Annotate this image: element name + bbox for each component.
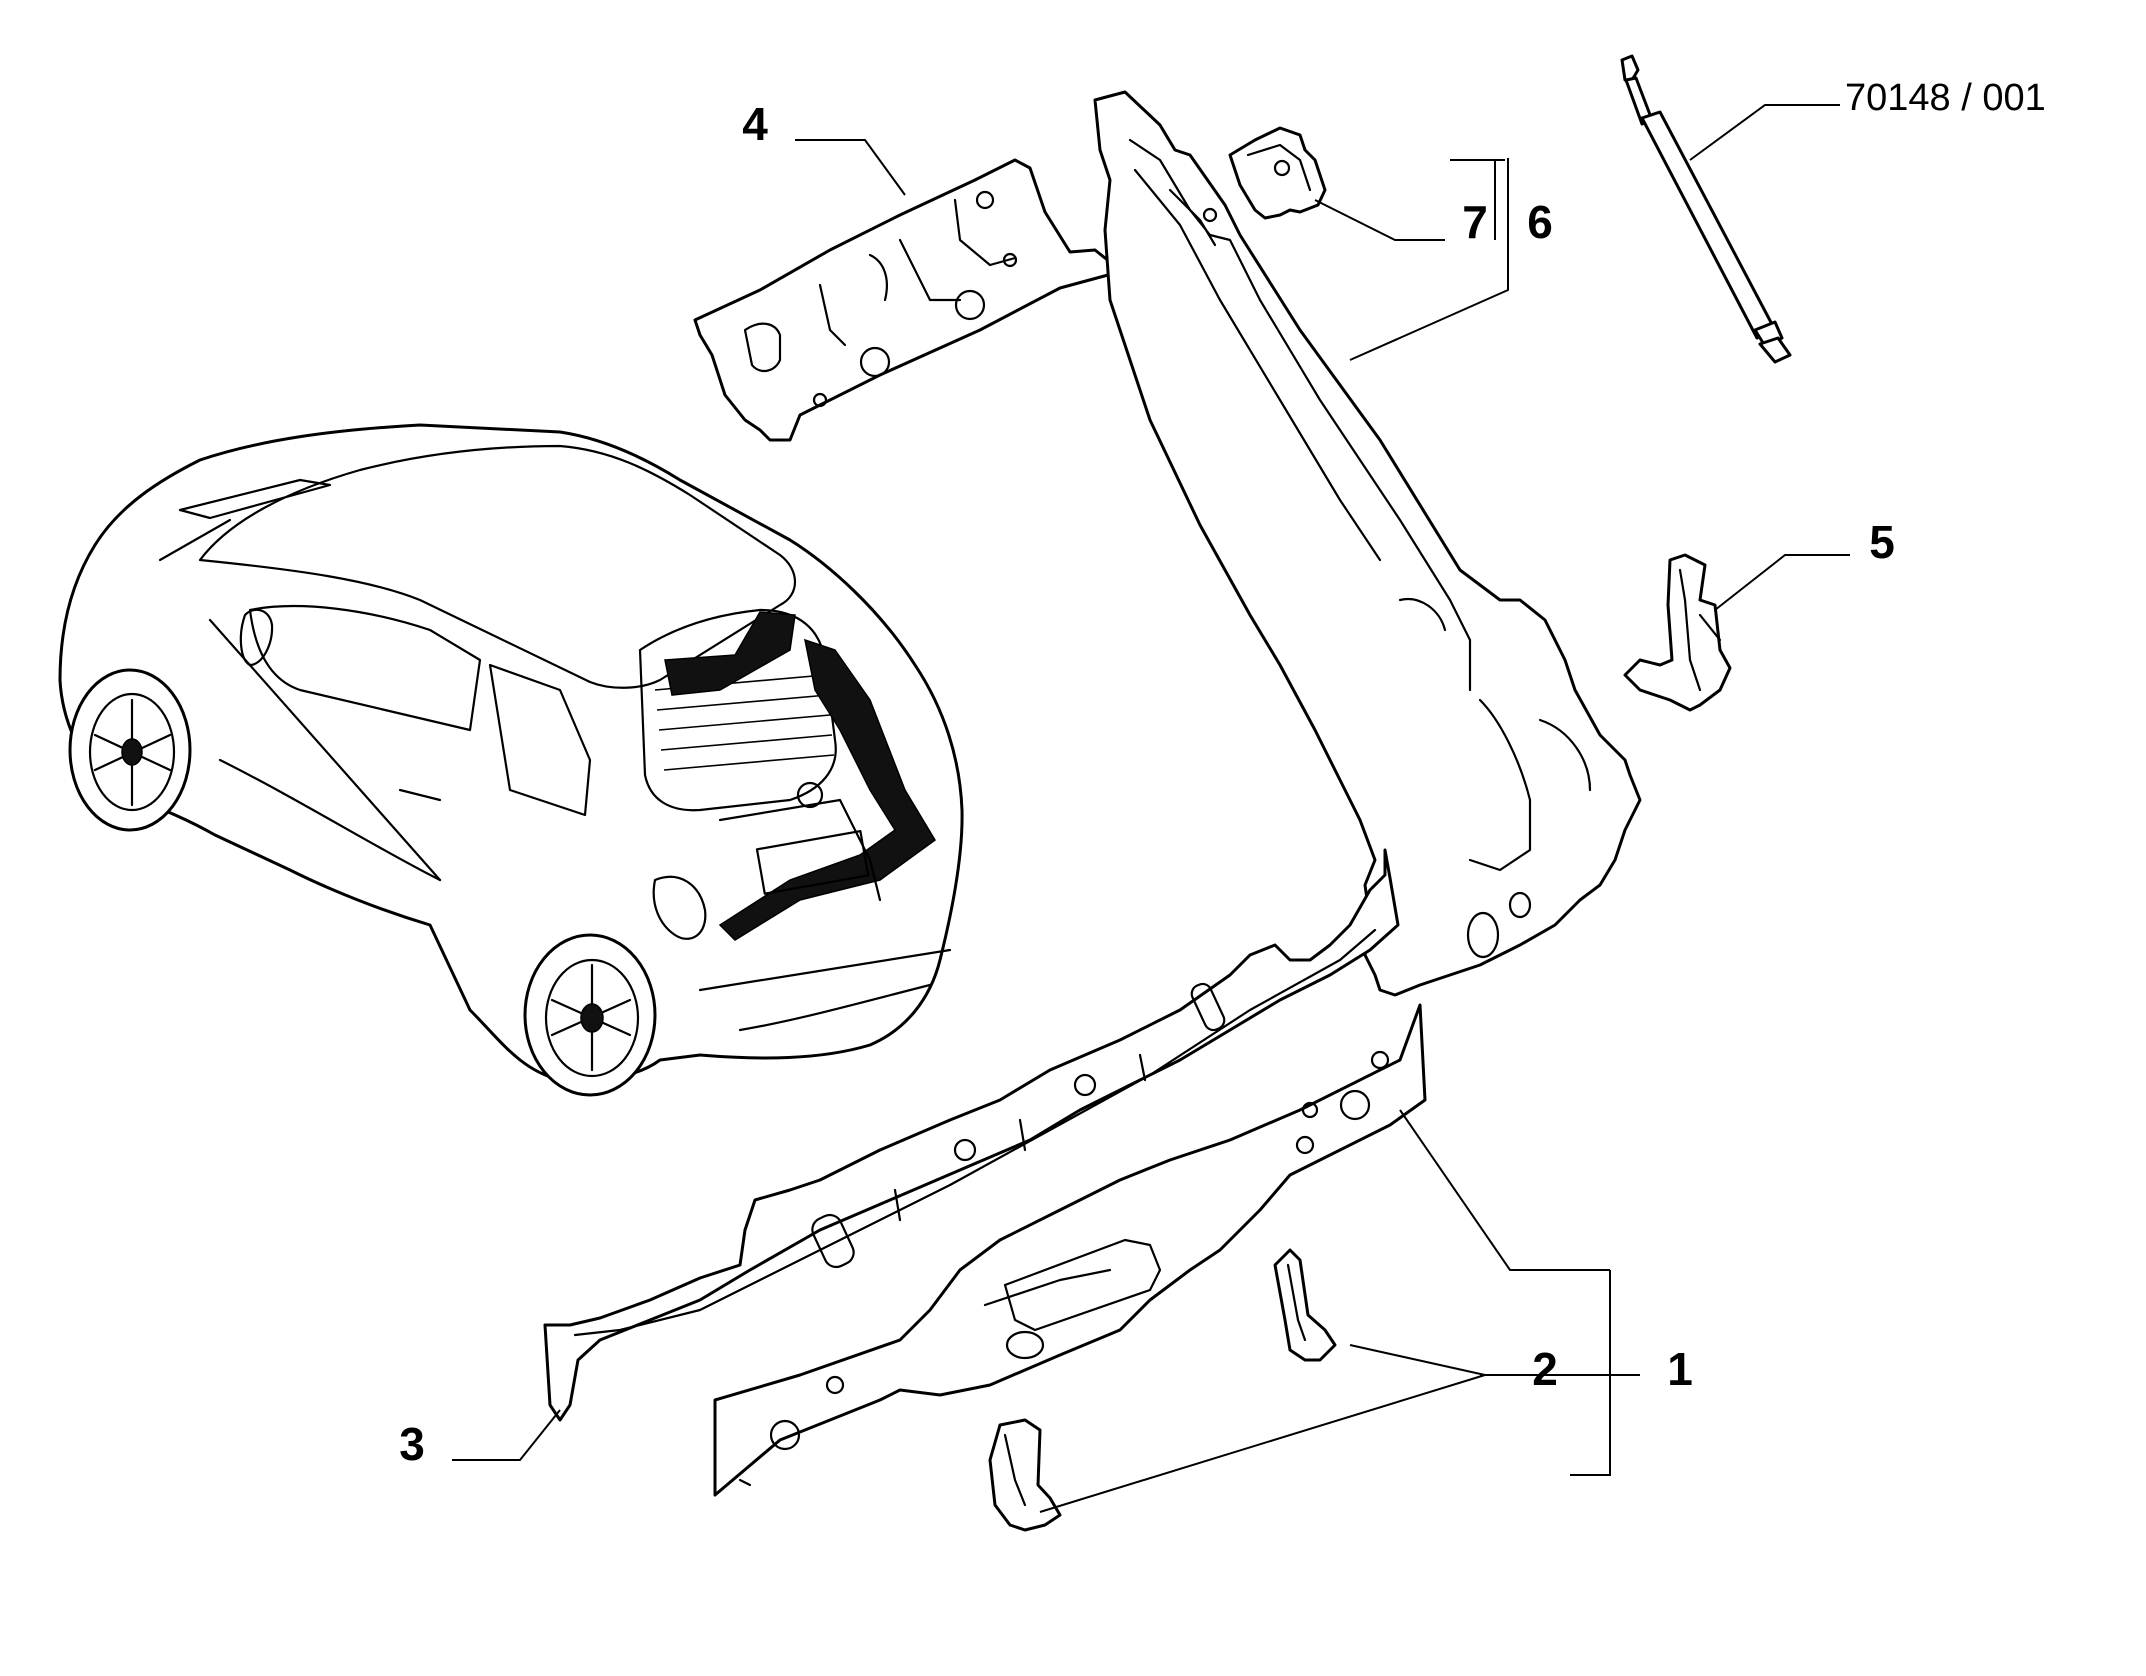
callout-5: 5 [1869,516,1895,568]
gas-strut [1620,54,1792,364]
rear-window-defroster-lines [654,674,835,771]
part-2-bracket-left [988,1418,1062,1532]
highlighted-rear-panel-area [664,611,796,696]
part-2-bracket-right [1273,1248,1337,1362]
part-6-rear-side-panel [1093,90,1642,997]
callout-7: 7 [1462,196,1488,248]
part-4-rear-floor-panel [693,158,1112,442]
reference-number: 70148 / 001 [1845,77,2046,119]
callout-6: 6 [1527,196,1553,248]
front-wheel [68,668,192,832]
callout-1: 1 [1667,1343,1693,1395]
leader-lines [452,104,1850,1513]
part-7-bracket [1228,126,1327,220]
part-3-rear-crossmember [543,848,1400,1422]
part-5-corner-bracket [1623,553,1732,712]
part-1-rear-panel [713,1003,1427,1497]
reference-car-illustration [58,423,964,1097]
callout-3: 3 [399,1418,425,1470]
callout-2: 2 [1532,1343,1558,1395]
callout-4: 4 [742,98,768,150]
rear-wheel [523,933,657,1097]
